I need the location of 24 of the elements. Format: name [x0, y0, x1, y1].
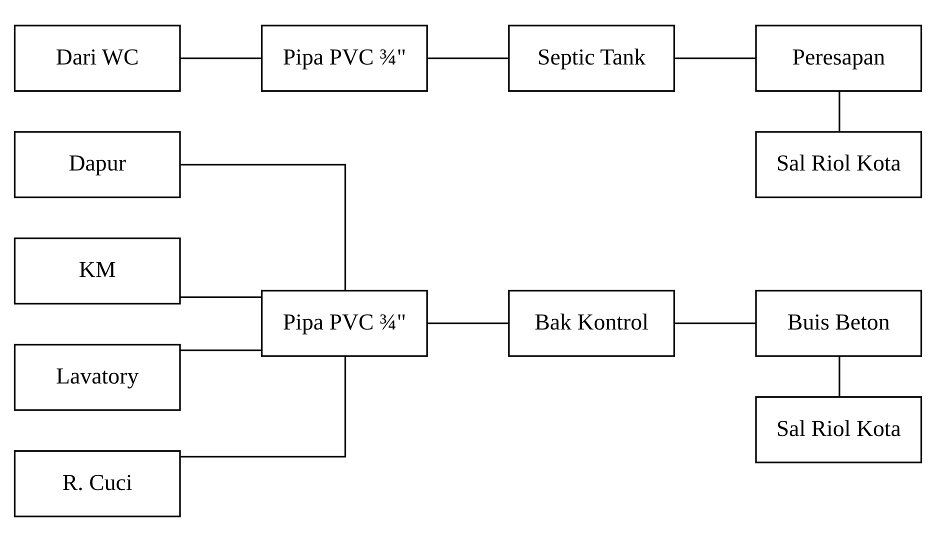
node-box: Pipa PVC ¾": [261, 290, 428, 357]
connector: [180, 164, 346, 290]
node-box: Pipa PVC ¾": [261, 24, 428, 92]
node-box: Sal Riol Kota: [755, 131, 922, 198]
node-box: Lavatory: [14, 344, 181, 411]
connector: [838, 356, 840, 396]
connector: [427, 322, 509, 324]
connector: [180, 350, 262, 352]
connector: [674, 57, 756, 60]
node-box: R. Cuci: [14, 450, 181, 518]
connector: [674, 322, 756, 324]
node-box: Buis Beton: [755, 290, 922, 357]
node-box: Dari WC: [14, 24, 181, 92]
node-box: KM: [14, 237, 181, 305]
connector: [838, 91, 840, 132]
connector: [180, 57, 262, 60]
connector: [180, 356, 346, 458]
connector: [427, 57, 509, 60]
connector: [180, 296, 262, 298]
node-box: Bak Kontrol: [508, 290, 675, 357]
node-box: Sal Riol Kota: [755, 396, 922, 464]
node-box: Dapur: [14, 131, 181, 198]
node-box: Septic Tank: [508, 24, 675, 92]
node-box: Peresapan: [755, 24, 922, 92]
